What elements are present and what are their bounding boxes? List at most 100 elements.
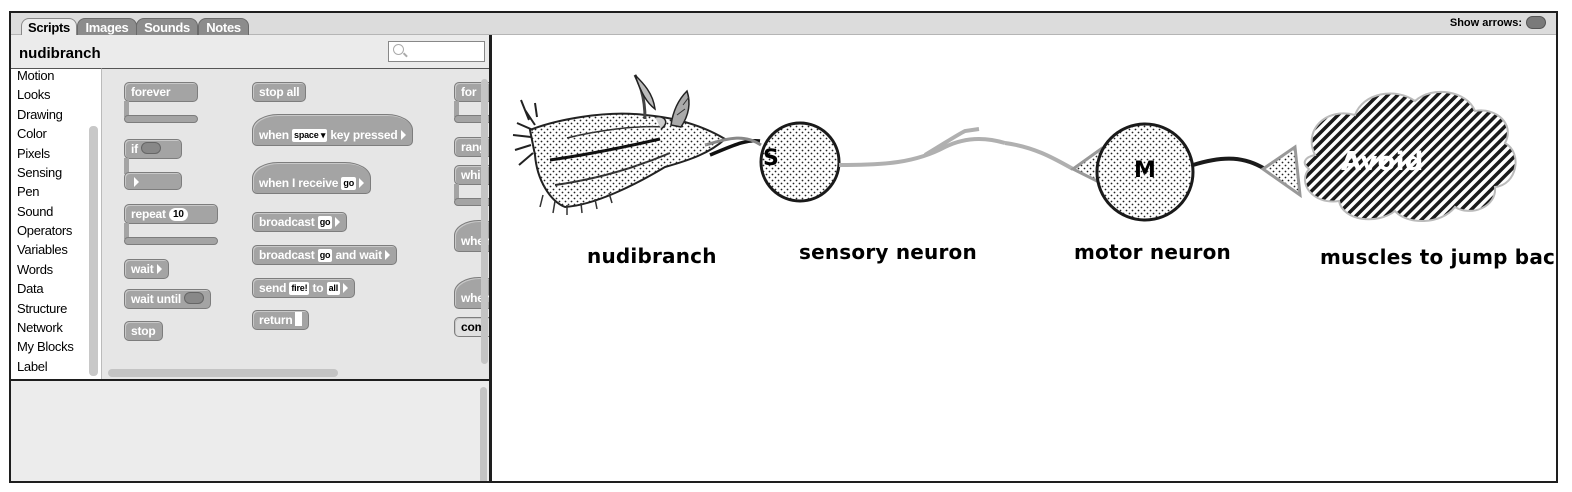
category-sound[interactable]: Sound (17, 204, 54, 219)
top-tab-bar: Scripts Images Sounds Notes Show arrows: (11, 13, 1556, 37)
show-arrows-label: Show arrows: (1449, 17, 1522, 29)
broadcast-label: broadcast (259, 215, 315, 229)
category-label[interactable]: Label (17, 359, 48, 374)
script-area-scrollbar[interactable] (480, 387, 487, 481)
category-data[interactable]: Data (17, 281, 44, 296)
forever-block-bottom (124, 115, 198, 123)
key-dropdown-value: space (294, 130, 319, 140)
stage[interactable]: S M Avoid nudibranch sensory neuron moto… (495, 35, 1556, 481)
for-block-bottom (454, 115, 489, 123)
send-target-slot[interactable]: all (326, 282, 341, 295)
for-block[interactable]: for (454, 82, 489, 102)
forever-block-wall (124, 101, 129, 117)
category-variables[interactable]: Variables (17, 242, 68, 257)
category-drawing[interactable]: Drawing (17, 107, 63, 122)
sensory-axon (838, 136, 1006, 167)
boolean-slot[interactable] (141, 142, 162, 154)
category-pen[interactable]: Pen (17, 184, 40, 199)
nudibranch-drawing[interactable] (512, 74, 762, 215)
when-label: when (259, 128, 289, 142)
and-wait-label: and wait (335, 248, 382, 262)
comment-label: com (461, 320, 486, 334)
broadcast-block[interactable]: broadcast go (252, 212, 348, 232)
category-sensing[interactable]: Sensing (17, 165, 62, 180)
repeat-count-slot[interactable]: 10 (168, 208, 188, 221)
category-looks[interactable]: Looks (17, 87, 51, 102)
tab-images[interactable]: Images (77, 18, 137, 36)
receive-message-slot[interactable]: go (341, 177, 356, 190)
stop-block[interactable]: stop (124, 321, 163, 341)
category-operators[interactable]: Operators (17, 223, 73, 238)
expand-arrow-icon (134, 177, 139, 187)
stop-all-block[interactable]: stop all (252, 82, 307, 102)
tab-sounds[interactable]: Sounds (136, 18, 198, 36)
range-block[interactable]: rang (454, 137, 489, 157)
motor-neuron-letter: M (1134, 158, 1157, 183)
key-dropdown[interactable]: space ▾ (292, 129, 328, 142)
motor-neuron-cell[interactable] (1095, 122, 1195, 222)
return-label: return (259, 313, 293, 327)
if-block-wall (124, 158, 129, 174)
wait-until-boolean-slot[interactable] (184, 292, 205, 304)
sensory-neuron-label: sensory neuron (799, 240, 977, 264)
while-label: whi (461, 168, 481, 182)
stop-label: stop (131, 324, 156, 338)
return-block[interactable]: return (252, 310, 310, 330)
wait-arrow-icon (156, 264, 162, 274)
sensory-neuron-cell[interactable] (759, 121, 841, 203)
broadcast-message-slot[interactable]: go (317, 216, 333, 229)
when-i-receive-block[interactable]: when I receive go (252, 162, 371, 194)
forever-label: forever (131, 85, 171, 99)
category-motion[interactable]: Motion (17, 68, 55, 83)
category-color[interactable]: Color (17, 126, 47, 141)
tab-notes[interactable]: Notes (198, 18, 249, 36)
category-scrollbar[interactable] (89, 126, 98, 376)
sensory-axon-branch (923, 127, 980, 157)
muscle-cloud[interactable] (1303, 91, 1517, 223)
broadcast-wait-arrow-icon (384, 250, 390, 260)
range-label: rang (461, 140, 487, 154)
forever-block[interactable]: forever (124, 82, 198, 102)
key-pressed-label: key pressed (330, 128, 398, 142)
return-input-slot[interactable] (295, 312, 303, 326)
sensory-neuron-letter: S (763, 146, 780, 171)
send-block[interactable]: send fire! to all (252, 278, 356, 298)
show-arrows-toggle[interactable] (1526, 16, 1546, 29)
for-label: for (461, 85, 477, 99)
repeat-block[interactable]: repeat 10 (124, 204, 218, 224)
left-panel: nudibranch Motion Looks Drawing Color Pi… (11, 35, 492, 481)
if-block-else-arrow[interactable] (124, 172, 182, 190)
if-block[interactable]: if (124, 139, 182, 159)
when-key-pressed-block[interactable]: when space ▾ key pressed (252, 114, 413, 146)
palette-horizontal-scrollbar[interactable] (108, 369, 338, 377)
category-my-blocks[interactable]: My Blocks (17, 339, 74, 354)
search-input[interactable] (388, 41, 485, 62)
category-words[interactable]: Words (17, 262, 53, 277)
comment-block[interactable]: com (454, 317, 489, 337)
while-block-bottom (454, 198, 489, 206)
script-area[interactable] (11, 379, 489, 481)
category-pixels[interactable]: Pixels (17, 146, 50, 161)
when-i-receive-label: when I receive (259, 176, 339, 190)
to-label: to (312, 281, 324, 295)
receive-arrow-icon (359, 178, 364, 188)
tab-scripts[interactable]: Scripts (21, 18, 77, 37)
while-block-wall (454, 184, 459, 200)
category-network[interactable]: Network (17, 320, 63, 335)
broadcast-wait-message-slot[interactable]: go (317, 249, 333, 262)
send-message-slot[interactable]: fire! (289, 282, 310, 295)
broadcast-and-wait-block[interactable]: broadcast go and wait (252, 245, 397, 265)
search-icon (393, 44, 404, 55)
repeat-block-bottom (124, 237, 218, 245)
category-structure[interactable]: Structure (17, 301, 68, 316)
wait-until-label: wait until (131, 292, 181, 306)
key-pressed-arrow-icon (400, 130, 406, 140)
send-label: send (259, 281, 287, 295)
wait-until-block[interactable]: wait until (124, 289, 212, 309)
if-label: if (131, 142, 138, 156)
muscle-synapse (1260, 144, 1302, 199)
while-block[interactable]: whi (454, 165, 489, 185)
palette-vertical-scrollbar[interactable] (481, 79, 488, 364)
broadcast-arrow-icon (335, 217, 341, 227)
wait-block[interactable]: wait (124, 259, 169, 279)
